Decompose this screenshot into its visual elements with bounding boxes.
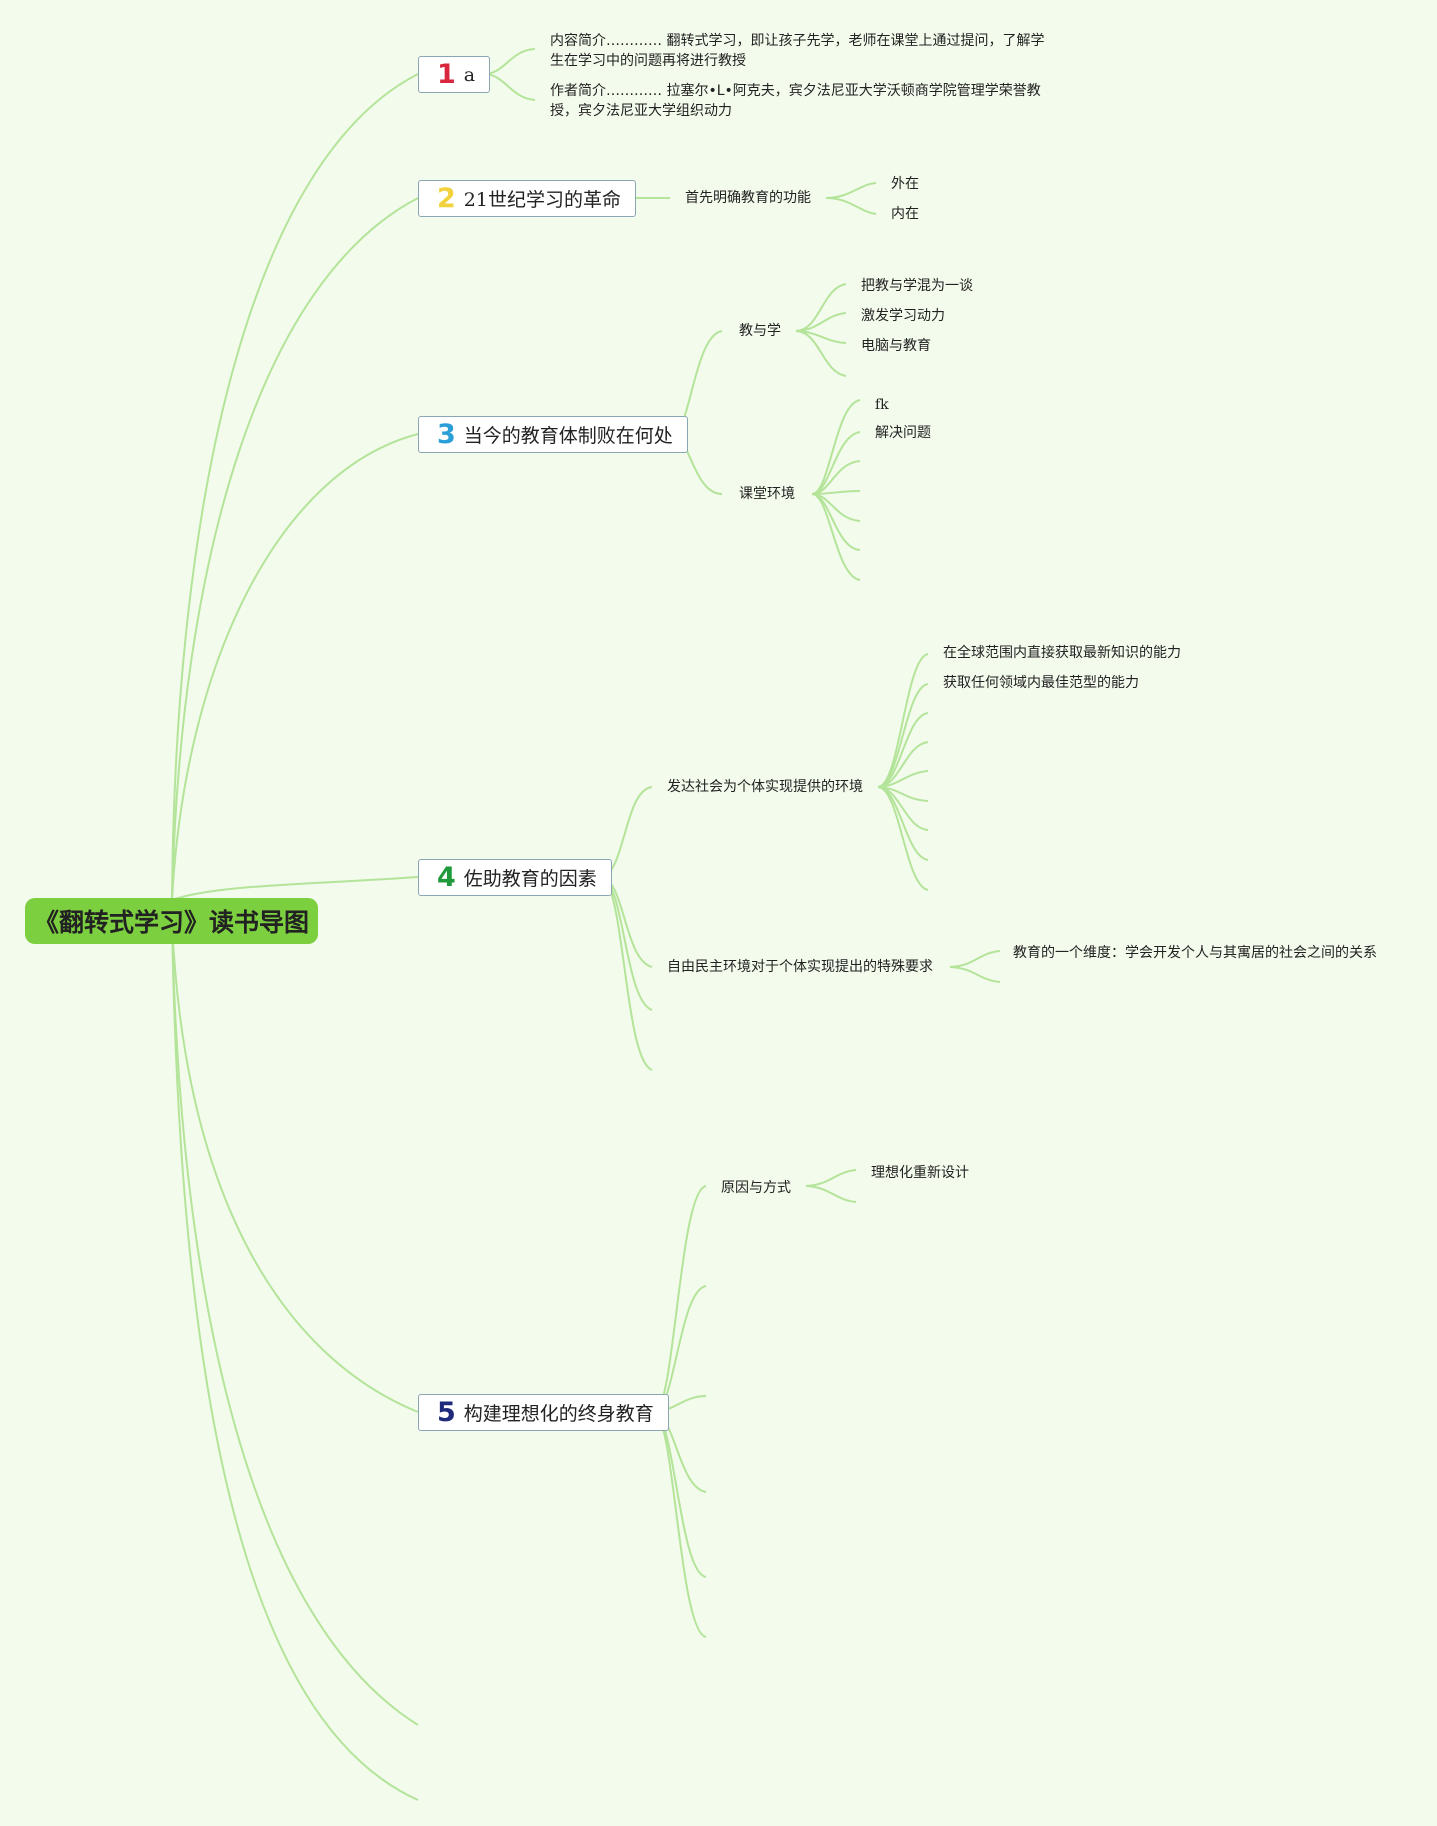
- topic-2-number-badge: 2: [437, 183, 456, 214]
- connector-b4-g9: [877, 786, 929, 891]
- subtopic-3-2-2[interactable]: 解决问题: [875, 425, 931, 441]
- connector-b4-g1: [877, 653, 929, 788]
- subtopic-2-1-2[interactable]: 内在: [891, 206, 919, 222]
- topic-1[interactable]: 1 a: [418, 56, 491, 93]
- connector-b4-g2: [877, 683, 929, 788]
- topic-4-label: 佐助教育的因素: [463, 868, 597, 890]
- connector-b4-c4: [602, 876, 653, 1071]
- connector-b4-g8: [877, 786, 929, 861]
- subtopic-2-1-1[interactable]: 外在: [891, 176, 919, 192]
- connector-b4-g11: [949, 966, 1001, 983]
- connector-b1-c1: [483, 48, 536, 75]
- connector-b2-g2: [825, 197, 877, 215]
- topic-5-label: 构建理想化的终身教育: [463, 1403, 654, 1425]
- connector-b3-g4: [795, 330, 847, 377]
- connector-b1-c2: [483, 73, 536, 101]
- topic-5-number-badge: 5: [437, 1397, 456, 1428]
- subtopic-3-1[interactable]: 教与学: [739, 323, 781, 339]
- subtopic-4-1[interactable]: 发达社会为个体实现提供的环境: [667, 779, 863, 795]
- connector-b4-g5: [877, 770, 929, 788]
- subtopic-4-2[interactable]: 自由民主环境对于个体实现提出的特殊要求: [667, 959, 933, 975]
- topic-1-number-badge: 1: [437, 59, 456, 90]
- topic-2[interactable]: 2 21世纪学习的革命: [418, 180, 636, 217]
- topic-3[interactable]: 3 当今的教育体制败在何处: [418, 416, 688, 453]
- subtopic-3-1-2[interactable]: 激发学习动力: [861, 308, 945, 324]
- topic-2-label: 21世纪学习的革命: [463, 189, 621, 211]
- connector-b4-g10: [949, 950, 1001, 968]
- connector-root-b5: [171, 921, 419, 1413]
- connector-root-stub-2: [171, 921, 419, 1801]
- topic-3-label: 当今的教育体制败在何处: [463, 425, 673, 447]
- topic-4[interactable]: 4 佐助教育的因素: [418, 859, 612, 896]
- connector-b3-g11: [811, 493, 861, 581]
- subtopic-4-1-2[interactable]: 获取任何领域内最佳范型的能力: [943, 675, 1139, 691]
- topic-1-label: a: [463, 63, 476, 86]
- connector-b2-g1: [825, 182, 877, 199]
- connector-b5-g2: [805, 1185, 857, 1203]
- connector-b5-g1: [805, 1169, 857, 1187]
- topic-3-number-badge: 3: [437, 419, 456, 450]
- subtopic-3-1-1[interactable]: 把教与学混为一谈: [861, 278, 973, 294]
- root-topic[interactable]: 《翻转式学习》读书导图: [25, 898, 318, 944]
- subtopic-3-2-1[interactable]: fk: [875, 397, 889, 413]
- subtopic-1-2[interactable]: 作者简介………… 拉塞尔•L•阿克夫，宾夕法尼亚大学沃顿商学院管理学荣誉教授，宾…: [550, 83, 1041, 119]
- subtopic-5-1-1[interactable]: 理想化重新设计: [871, 1165, 969, 1181]
- subtopic-4-2-1[interactable]: 教育的一个维度：学会开发个人与其寓居的社会之间的关系: [1013, 945, 1377, 961]
- subtopic-1-1[interactable]: 内容简介………… 翻转式学习，即让孩子先学，老师在课堂上通过提问，了解学生在学习…: [550, 33, 1045, 69]
- connector-root-b4: [171, 876, 419, 901]
- connector-b5-c6: [655, 1411, 707, 1638]
- connector-b3-g5: [811, 399, 861, 495]
- subtopic-3-2[interactable]: 课堂环境: [739, 486, 795, 502]
- connector-root-b3: [171, 433, 419, 901]
- connector-root-stub-1: [171, 921, 419, 1726]
- subtopic-5-1[interactable]: 原因与方式: [721, 1180, 791, 1196]
- topic-5[interactable]: 5 构建理想化的终身教育: [418, 1394, 669, 1431]
- subtopic-2-1[interactable]: 首先明确教育的功能: [685, 190, 811, 206]
- topic-4-number-badge: 4: [437, 862, 456, 893]
- connector-root-b2: [171, 197, 419, 901]
- subtopic-3-1-3[interactable]: 电脑与教育: [861, 338, 931, 354]
- connector-b5-c1: [655, 1185, 707, 1413]
- root-topic-label: 《翻转式学习》读书导图: [33, 908, 309, 937]
- connector-root-b1: [171, 73, 419, 901]
- connector-b3-g2: [795, 312, 847, 332]
- subtopic-4-1-1[interactable]: 在全球范围内直接获取最新知识的能力: [943, 645, 1181, 661]
